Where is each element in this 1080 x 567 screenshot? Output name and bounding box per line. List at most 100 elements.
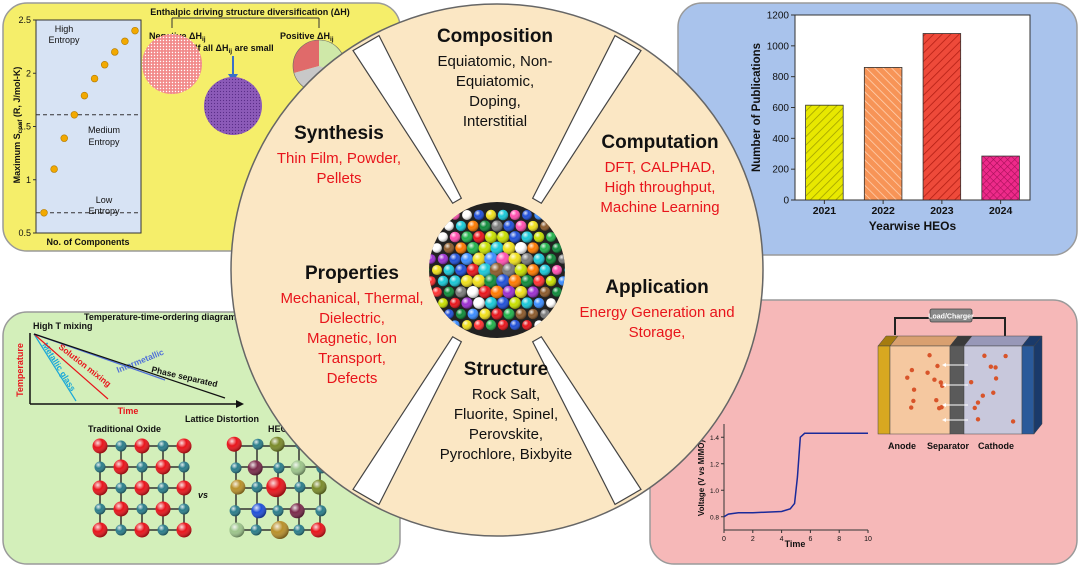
- section-title: Composition: [437, 26, 553, 47]
- section-line: DFT, CALPHAD,: [605, 159, 716, 176]
- section-line: Perovskite,: [469, 426, 543, 443]
- entropy-point: [111, 48, 119, 56]
- region-label: High: [55, 24, 74, 34]
- ttt-curve: [33, 333, 226, 399]
- vs-label: vs: [198, 490, 208, 500]
- lattice-title: Lattice Distortion: [185, 414, 259, 424]
- y-tick-label: 1.0: [710, 488, 719, 495]
- entropy-point: [100, 61, 109, 69]
- section-title: Structure: [464, 359, 548, 380]
- voltage-curve: [723, 432, 868, 518]
- heo-label: HEO: [268, 424, 288, 434]
- entropy-panel: 0.511.522.5HighEntropyMediumEntropyLowEn…: [2, 2, 401, 252]
- entropy-point: [50, 165, 58, 173]
- entropy-point: [70, 111, 79, 119]
- section-line: High throughput,: [605, 179, 716, 196]
- ion-dot: [968, 379, 974, 385]
- ion-dot: [909, 367, 915, 373]
- ion-dot: [1003, 353, 1008, 359]
- y-tick-label: 0: [783, 196, 789, 207]
- y-tick-label: 600: [772, 103, 789, 114]
- y-tick-label: 2: [26, 68, 31, 78]
- traditional-label: Traditional Oxide: [88, 424, 161, 434]
- traditional-lattice: [92, 438, 192, 538]
- bar-2022: [863, 67, 903, 201]
- cathode-label: Cathode: [978, 441, 1014, 451]
- entropy-point: [90, 74, 99, 83]
- ion-dot: [905, 375, 910, 380]
- bar-2021: [805, 104, 844, 201]
- ttt-title: Temperature-time-ordering diagram: [84, 312, 236, 322]
- section-line: Defects: [327, 370, 378, 387]
- anode-layer: [889, 345, 951, 435]
- section-line: Storage,: [629, 324, 686, 341]
- y-tick-label: 0.5: [18, 228, 31, 238]
- small-label: If all ΔHij are small: [195, 43, 274, 55]
- ion-dot: [991, 390, 996, 395]
- ion-dot: [938, 380, 944, 385]
- section-title: Properties: [305, 263, 399, 284]
- section-line: Doping,: [469, 93, 521, 110]
- ion-dot: [1010, 419, 1016, 424]
- x-tick-label: 2022: [871, 205, 895, 217]
- ion-dot: [909, 405, 914, 410]
- ttt-x-label: Time: [118, 406, 139, 416]
- entropy-point: [60, 134, 68, 142]
- cathode-collector: [1021, 345, 1035, 435]
- ion-dot: [980, 393, 986, 398]
- ion-dot: [975, 400, 981, 405]
- divider-spoke: [352, 34, 463, 205]
- y-tick-label: 0.8: [710, 514, 719, 521]
- voltage-x-label: Time: [785, 539, 806, 549]
- y-axis-label: Maximum Sconf (R, J/mol-K): [12, 67, 24, 184]
- section-line: Pyrochlore, Bixbyite: [440, 446, 573, 463]
- divider-spoke: [531, 335, 642, 506]
- load-charger-box: [929, 308, 973, 323]
- ion-dot: [911, 387, 917, 392]
- ion-dot: [988, 364, 994, 369]
- y-tick-label: 1.4: [710, 435, 719, 442]
- ion-dot: [932, 377, 937, 382]
- x-tick-label: 4: [780, 536, 784, 543]
- section-line: Dielectric,: [319, 310, 385, 327]
- y-tick-label: 800: [772, 72, 789, 83]
- entropy-point: [131, 26, 139, 35]
- ion-dot: [975, 417, 981, 422]
- x-tick-label: 2: [751, 536, 755, 543]
- positive-label: Positive ΔHij: [280, 31, 334, 43]
- y-tick-label: 1.5: [18, 122, 31, 132]
- x-tick-label: 10: [864, 536, 872, 543]
- ion-dot: [993, 365, 998, 370]
- cathode-layer: [963, 345, 1023, 435]
- anode-label: Anode: [888, 441, 916, 451]
- x-tick-label: 8: [837, 536, 841, 543]
- y-tick-label: 1.2: [710, 461, 719, 468]
- anode-collector: [877, 345, 891, 435]
- divider-spoke: [531, 34, 642, 205]
- enthalpy-title: Enthalpic driving structure diversificat…: [150, 7, 350, 17]
- region-label: Medium: [88, 125, 120, 135]
- region-label: Entropy: [48, 35, 80, 45]
- y-tick-label: 1000: [767, 41, 790, 52]
- separator-label: Separator: [927, 441, 970, 451]
- voltage-y-label: Voltage (V vs M/MO): [697, 440, 706, 517]
- y-tick-label: 2.5: [18, 15, 31, 25]
- y-tick-label: 1200: [767, 11, 790, 22]
- region-label: Entropy: [88, 206, 120, 216]
- section-line: Magnetic, Ion: [307, 330, 397, 347]
- heo-sphere-icon: [429, 202, 565, 338]
- section-line: Equiatomic,: [456, 73, 534, 90]
- divider-spoke: [352, 335, 463, 506]
- ion-dot: [936, 405, 942, 411]
- entropy-point: [121, 37, 129, 45]
- negative-enthalpy-sphere: [142, 34, 202, 94]
- region-label: Entropy: [88, 137, 120, 147]
- section-line: Fluorite, Spinel,: [454, 406, 558, 423]
